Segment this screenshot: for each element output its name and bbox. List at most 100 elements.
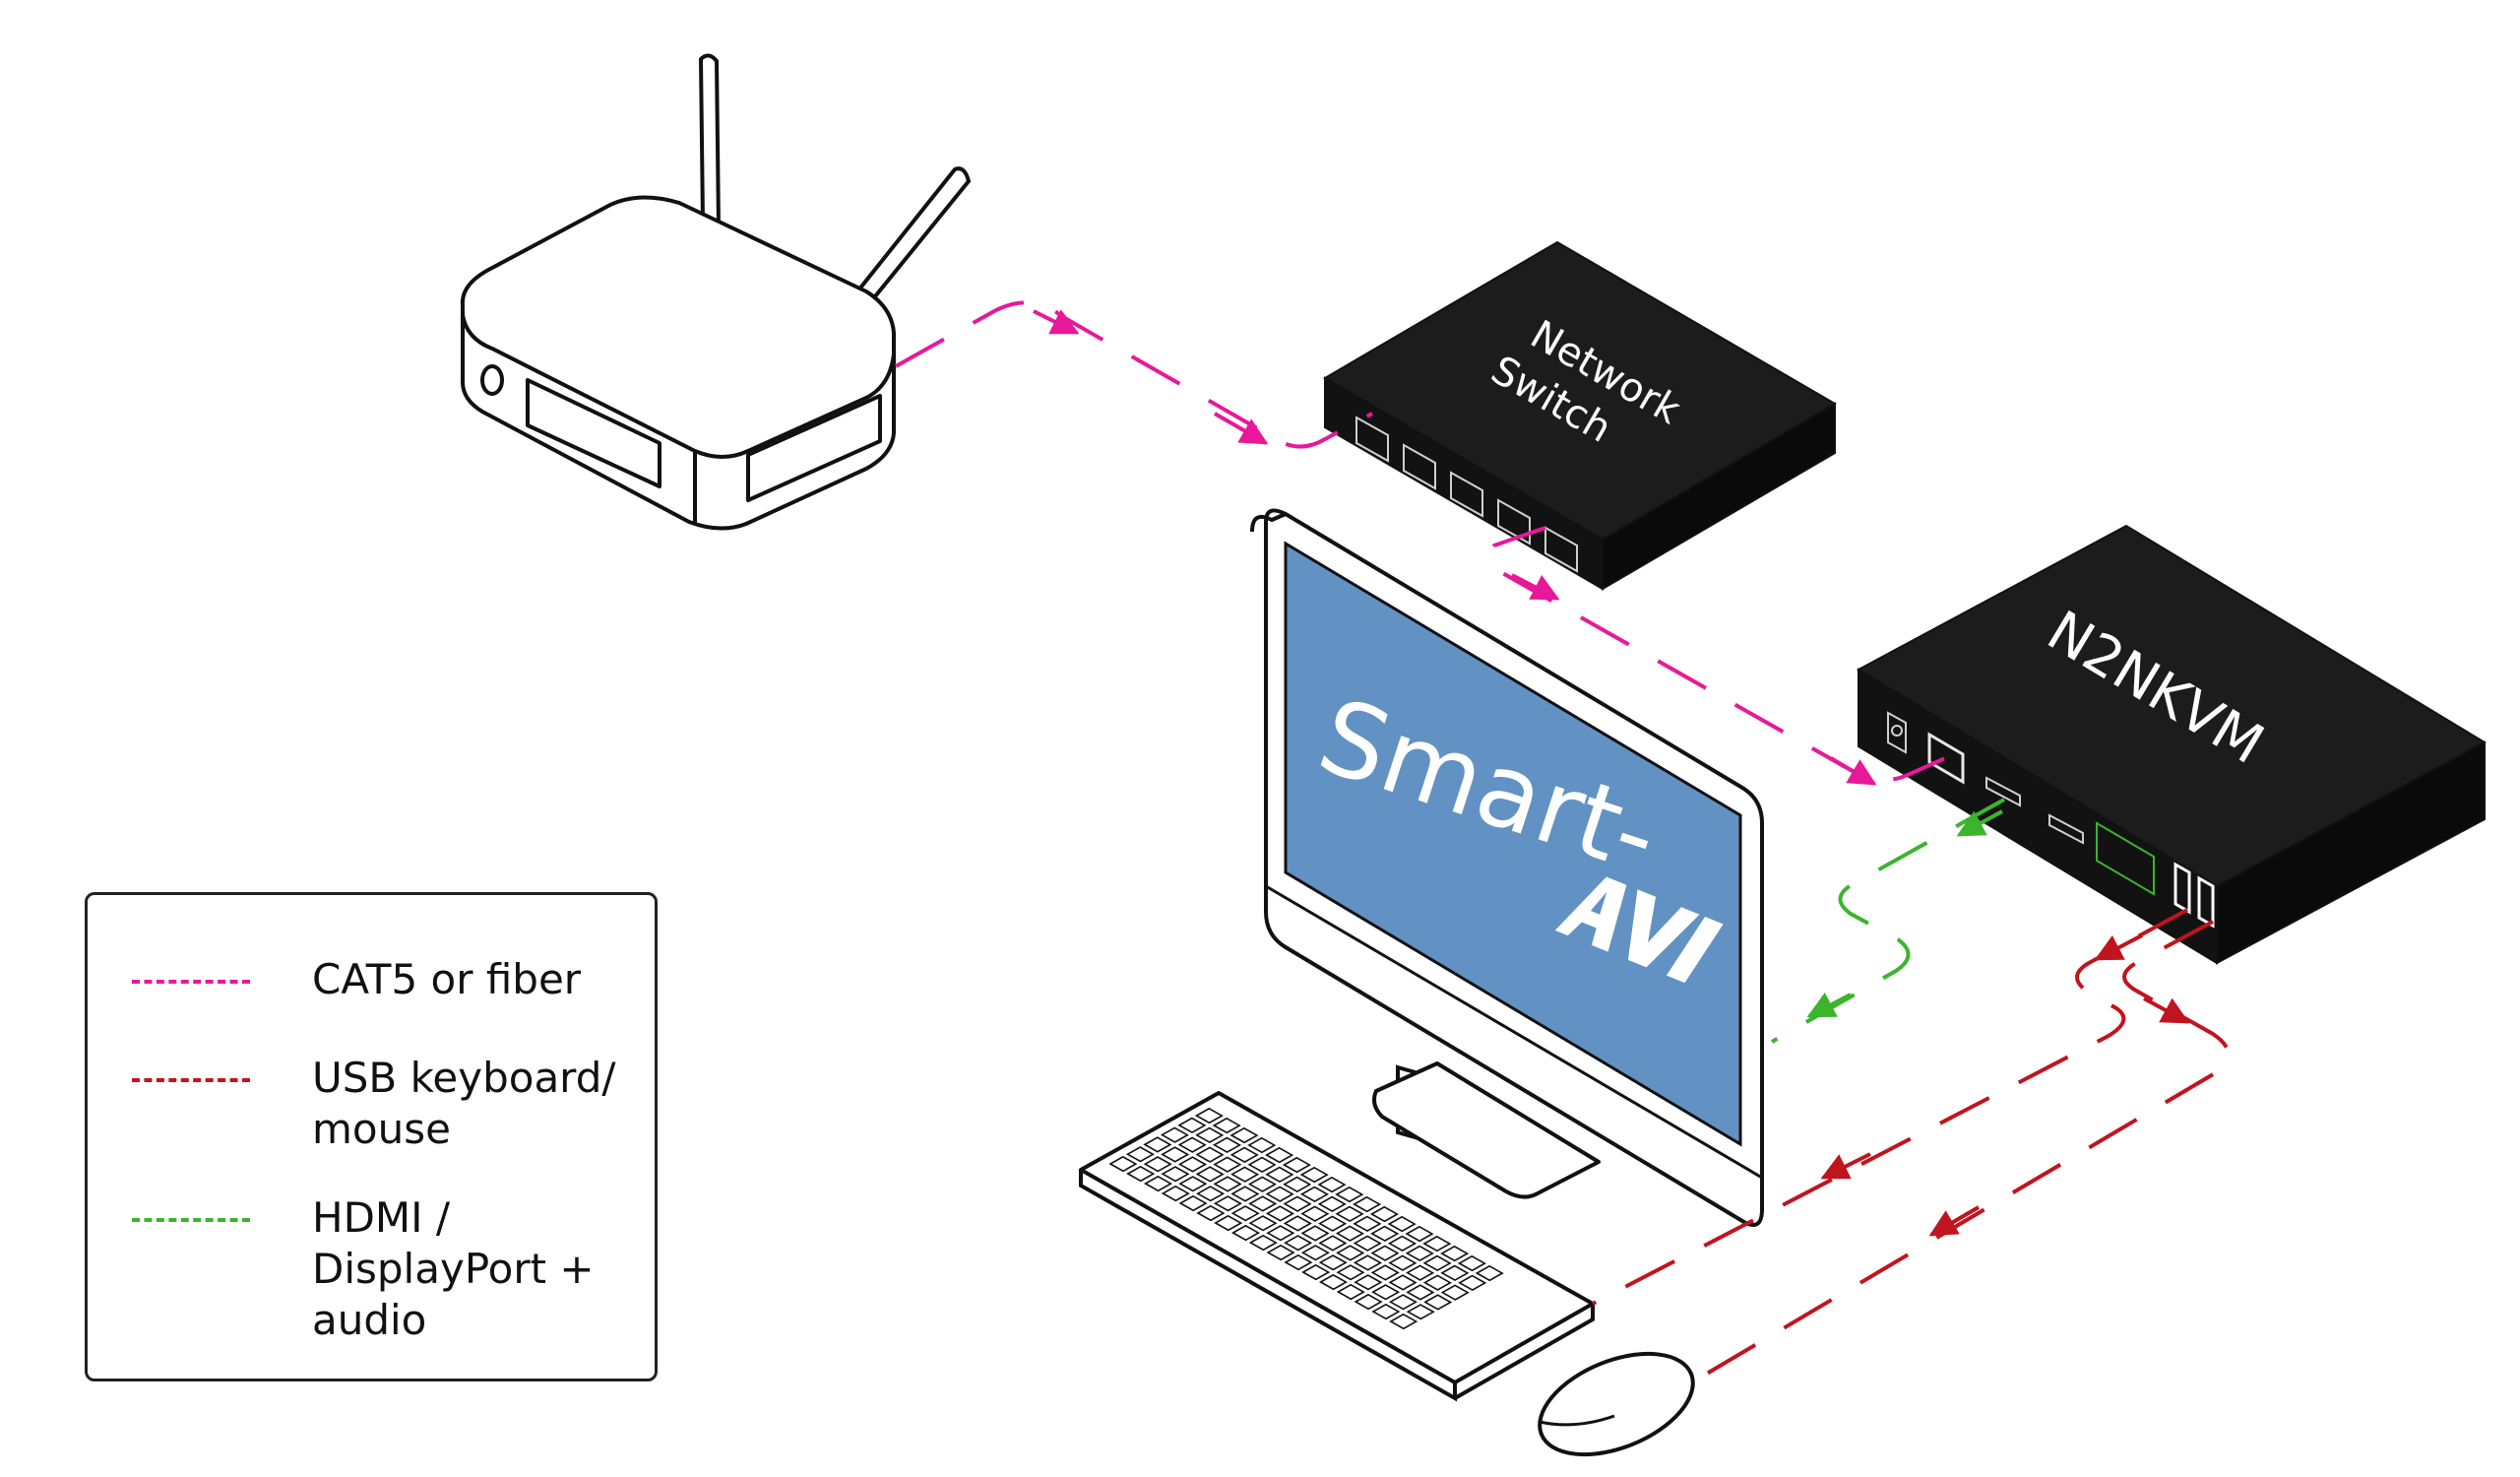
monitor-stand-base	[1372, 1061, 1601, 1199]
cable-usb-arrow-4	[1928, 1205, 1981, 1237]
cable-hdmi-arrow-2	[1806, 992, 1852, 1018]
keyboard-key	[1160, 1126, 1189, 1143]
keyboard-key	[1370, 1264, 1400, 1281]
keyboard-key	[1353, 1195, 1382, 1213]
monitor: Smart-	[1250, 508, 1764, 1227]
keyboard-key	[1178, 1176, 1208, 1192]
keyboard-key	[1108, 1155, 1138, 1173]
cable-usb-kvm-keyboard	[1592, 908, 2188, 1306]
keyboard-key	[1388, 1274, 1418, 1291]
keyboard-key	[1230, 1224, 1261, 1242]
keyboard-key	[1299, 1186, 1330, 1203]
avi-logo	[1554, 876, 1724, 984]
keyboard-key	[1423, 1294, 1453, 1311]
keyboard-key	[1422, 1274, 1452, 1291]
cable-cat5-router-switch	[895, 300, 1373, 449]
router-antenna-right	[844, 166, 972, 320]
keyboard-key	[1388, 1294, 1418, 1311]
legend: CAT5 or fiber USB keyboard/ mouse HDMI /…	[85, 892, 658, 1381]
keyboard-key	[1195, 1126, 1225, 1144]
keyboard-key	[1335, 1225, 1364, 1242]
keyboard-key	[1248, 1195, 1278, 1212]
cable-cat5-arrow-2	[1214, 412, 1269, 445]
keyboard-key	[1389, 1313, 1418, 1330]
keyboard-key	[1214, 1214, 1243, 1232]
keyboard-key	[1212, 1136, 1242, 1154]
keyboard-key	[1422, 1235, 1452, 1252]
keyboard-key	[1266, 1225, 1295, 1242]
keyboard-key	[1335, 1205, 1364, 1223]
keyboard-key	[1248, 1215, 1278, 1232]
keyboard-key	[1265, 1146, 1294, 1164]
keyboard-key	[1318, 1254, 1348, 1271]
keyboard-key	[1195, 1146, 1225, 1163]
keyboard-key	[1282, 1156, 1311, 1174]
keyboard-key	[1194, 1107, 1224, 1124]
keyboard-key	[1213, 1195, 1242, 1212]
keyboard-key	[1212, 1117, 1241, 1134]
keyboard-key	[1284, 1235, 1313, 1252]
keyboard-key	[1265, 1166, 1294, 1184]
keyboard-key	[1248, 1234, 1278, 1252]
router-panel-left	[526, 378, 662, 488]
keyboard-key	[1300, 1205, 1330, 1222]
keyboard-key	[1265, 1205, 1295, 1222]
keyboard-key	[1370, 1245, 1400, 1261]
keyboard-key	[1354, 1293, 1383, 1311]
cable-hdmi-kvm-monitor	[1771, 798, 2005, 1044]
keyboard-key	[1230, 1166, 1260, 1183]
keyboard-key	[1336, 1245, 1365, 1261]
keyboard-key	[1405, 1225, 1434, 1243]
keyboard-key	[1440, 1245, 1470, 1262]
keyboard-key	[1422, 1254, 1452, 1272]
keyboard-key	[1301, 1263, 1331, 1281]
keyboard-key	[1387, 1235, 1418, 1252]
mouse	[1538, 1351, 1695, 1457]
legend-label-cat5: CAT5 or fiber	[312, 955, 582, 1003]
keyboard-key	[1318, 1273, 1349, 1291]
keyboard-key	[1265, 1186, 1294, 1202]
keyboard-key	[1353, 1254, 1383, 1271]
keyboard-key	[1440, 1264, 1470, 1282]
keyboard-key	[1213, 1156, 1242, 1173]
switch-ports	[1355, 416, 1578, 573]
keyboard-key	[1143, 1136, 1172, 1153]
keyboard-key	[1387, 1215, 1417, 1233]
keyboard-key	[1353, 1235, 1382, 1252]
keyboard-key	[1299, 1166, 1329, 1184]
keyboard-key	[1247, 1176, 1277, 1192]
keyboard-key	[1178, 1194, 1208, 1212]
keyboard-key	[1457, 1254, 1486, 1272]
keyboard-key	[1371, 1284, 1401, 1301]
cable-usb-kvm-mouse	[1693, 920, 2231, 1382]
keyboard-key	[1247, 1136, 1277, 1154]
legend-swatch-usb	[132, 1078, 250, 1082]
keyboard-key	[1371, 1303, 1401, 1320]
keyboard-key	[1126, 1165, 1156, 1183]
legend-swatch-cat5	[132, 980, 250, 984]
keyboard-key	[1336, 1283, 1365, 1301]
keyboard-key	[1354, 1274, 1383, 1291]
keyboard-key	[1143, 1156, 1172, 1173]
network-switch: Network Switch	[1323, 240, 1837, 591]
keyboard-key	[1317, 1176, 1347, 1193]
keyboard-key	[1230, 1205, 1260, 1222]
keyboard	[1079, 1091, 1595, 1402]
keyboard-key	[1247, 1156, 1277, 1174]
keyboard-key	[1161, 1166, 1190, 1183]
keyboard-key	[1318, 1215, 1348, 1232]
keyboard-key	[1284, 1253, 1313, 1271]
keyboard-key	[1440, 1284, 1470, 1301]
keyboard-keys	[1108, 1107, 1504, 1330]
keyboard-key	[1406, 1284, 1435, 1301]
keyboard-key	[1405, 1245, 1434, 1262]
router-panel-right	[746, 394, 882, 502]
keyboard-key	[1177, 1117, 1207, 1134]
keyboard-key	[1388, 1254, 1418, 1271]
cable-cat5-arrow-1	[1033, 309, 1080, 335]
keyboard-key	[1458, 1274, 1487, 1292]
router-body	[460, 195, 896, 531]
keyboard-key	[1283, 1195, 1312, 1212]
cable-usb-arrow-1	[2094, 933, 2143, 961]
